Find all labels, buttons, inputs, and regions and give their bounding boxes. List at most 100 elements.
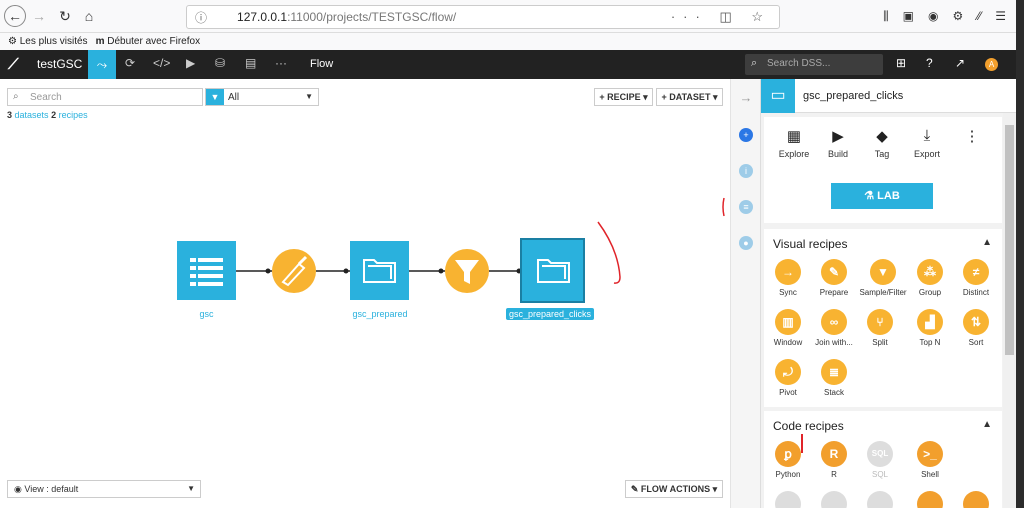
dataset-node-gsc-prepared-clicks[interactable]: [520, 238, 585, 303]
recipe-pyspark[interactable]: [953, 491, 999, 508]
extension-icon[interactable]: ⚙: [952, 9, 964, 23]
recipe-sort[interactable]: ⇅Sort: [953, 309, 999, 347]
right-panel-tabs: → + i ≡ ●: [730, 79, 760, 508]
export-button[interactable]: ⤓Export: [909, 127, 945, 159]
help-icon[interactable]: ?: [926, 56, 933, 70]
library-icon[interactable]: ⫼: [883, 9, 889, 23]
recipe-group[interactable]: ⁂Group: [907, 259, 953, 297]
sidebar-icon[interactable]: ▣: [902, 9, 914, 23]
recipe-top-n[interactable]: ▟Top N: [907, 309, 953, 347]
url-bar[interactable]: ⓘ 127.0.0.1:11000/projects/TESTGSC/flow/…: [186, 5, 780, 29]
node-label-gsc-prepared-clicks[interactable]: gsc_prepared_clicks: [506, 308, 595, 320]
prepare-recipe-node[interactable]: [272, 249, 316, 293]
chevron-down-icon: ▼: [305, 92, 313, 101]
distinct-icon: ≠: [963, 259, 989, 285]
tab-flow[interactable]: Flow: [310, 58, 334, 70]
tag-button[interactable]: ◆Tag: [864, 127, 900, 159]
node-label-gsc[interactable]: gsc: [199, 309, 214, 319]
project-name[interactable]: testGSC: [37, 57, 83, 71]
schema-icon[interactable]: ≡: [739, 200, 753, 214]
reload-icon[interactable]: ↻: [59, 7, 71, 24]
add-dataset-button[interactable]: + DATASET ▾: [656, 88, 723, 106]
flow-actions-button[interactable]: ✎ FLOW ACTIONS ▾: [625, 480, 723, 498]
trend-icon[interactable]: ↗: [955, 56, 966, 70]
recipe-window[interactable]: ▥Window: [765, 309, 811, 347]
spark-icon: [917, 491, 943, 508]
window-icon: ▥: [775, 309, 801, 335]
dataset-node-gsc[interactable]: [177, 241, 236, 300]
collapse-arrow-icon[interactable]: →: [739, 90, 753, 105]
filter-recipe-node[interactable]: [445, 249, 489, 293]
view-select[interactable]: ◉ View : default ▼: [7, 480, 201, 498]
flow-canvas[interactable]: ⌕ Search ▼ All ▼ 3 datasets 2 recipes + …: [0, 79, 730, 508]
split-icon: ⑂: [867, 309, 893, 335]
recipe-stack[interactable]: ≣Stack: [811, 359, 857, 397]
search-icon: ⌕: [13, 91, 19, 102]
back-icon[interactable]: ←: [4, 5, 26, 27]
add-recipe-button[interactable]: + RECIPE ▾: [594, 88, 653, 106]
recipe-shell[interactable]: >_Shell: [907, 441, 953, 479]
dataset-actions: ▦Explore ▶Build ◆Tag ⤓Export ⋮ ⚗ LAB: [764, 117, 1002, 223]
more-icon[interactable]: ···: [275, 56, 287, 70]
url-actions-icons[interactable]: ··· ◫ ☆: [670, 9, 771, 24]
recipe-sample-filter[interactable]: ▼Sample/Filter: [857, 259, 909, 297]
recipe-prepare[interactable]: ✎Prepare: [811, 259, 857, 297]
browser-toolbar-icons[interactable]: ⫼ ▣ ◉ ⚙ ⁄⁄ ☰: [883, 9, 1006, 24]
menu-icon[interactable]: ☰: [995, 9, 1006, 23]
panel-scrollbar[interactable]: [1003, 113, 1016, 508]
python-icon: ꝑ: [775, 441, 801, 467]
bookmark-getting-started[interactable]: m Débuter avec Firefox: [95, 36, 201, 47]
dataset-node-gsc-prepared[interactable]: [350, 241, 409, 300]
dashboard-icon[interactable]: ▤: [245, 56, 257, 70]
chevron-up-icon[interactable]: ▲: [982, 419, 992, 430]
explore-button[interactable]: ▦Explore: [776, 127, 812, 159]
recipes-link[interactable]: recipes: [58, 110, 88, 120]
flow-search-input[interactable]: ⌕ Search: [7, 88, 203, 106]
flow-nav-icon[interactable]: ⤳: [88, 50, 116, 79]
deploy-icon[interactable]: ⛁: [215, 56, 226, 70]
scroll-thumb[interactable]: [1005, 125, 1014, 355]
panel-title: gsc_prepared_clicks: [803, 90, 904, 102]
edge-dot: [265, 268, 271, 274]
info-icon: ⓘ: [195, 10, 208, 25]
dss-search-input[interactable]: ⌕ Search DSS...: [745, 54, 883, 75]
bookmarks-bar: ⚙ Les plus visités m Débuter avec Firefo…: [0, 33, 1016, 50]
recipe-spark[interactable]: [907, 491, 953, 508]
node-label-gsc-prepared[interactable]: gsc_prepared: [352, 309, 408, 319]
filter-icon: ▼: [206, 89, 224, 105]
recipe-pivot[interactable]: ⤾Pivot: [765, 359, 811, 397]
avatar[interactable]: A: [985, 58, 998, 71]
code-extension-icon[interactable]: ⁄⁄: [977, 9, 982, 23]
browser-toolbar: ← → ↻ ⌂ ⓘ 127.0.0.1:11000/projects/TESTG…: [0, 0, 1016, 33]
forward-icon[interactable]: →: [32, 8, 46, 24]
lab-button[interactable]: ⚗ LAB: [831, 183, 933, 209]
flow-filter-select[interactable]: ▼ All ▼: [205, 88, 319, 106]
build-button[interactable]: ▶Build: [820, 127, 856, 159]
sql-icon: SQL: [867, 441, 893, 467]
recipe-distinct[interactable]: ≠Distinct: [953, 259, 999, 297]
dss-logo-icon[interactable]: ⟋: [8, 56, 19, 73]
recipe-sync[interactable]: →Sync: [765, 259, 811, 297]
datasets-link[interactable]: datasets: [14, 110, 49, 120]
recipe-split[interactable]: ⑂Split: [857, 309, 903, 347]
hive-icon: [775, 491, 801, 508]
section-title: Visual recipes: [773, 237, 848, 251]
home-icon[interactable]: ⌂: [84, 8, 94, 24]
discussion-icon[interactable]: ●: [739, 236, 753, 250]
bookmark-most-visited[interactable]: ⚙ Les plus visités: [8, 36, 88, 47]
dss-navbar: ⟋ testGSC ⤳ ⟳ </> ▶ ⛁ ▤ ··· Flow ⌕ Searc…: [0, 50, 1016, 79]
more-actions-button[interactable]: ⋮: [954, 127, 990, 149]
apps-grid-icon[interactable]: ⊞: [896, 56, 907, 70]
chevron-up-icon[interactable]: ▲: [982, 237, 992, 248]
account-icon[interactable]: ◉: [927, 9, 939, 23]
actions-plus-icon[interactable]: +: [739, 128, 753, 142]
jobs-icon[interactable]: ⟳: [125, 56, 136, 70]
section-title: Code recipes: [773, 419, 844, 433]
recipe-join[interactable]: ∞Join with...: [811, 309, 857, 347]
details-info-icon[interactable]: i: [739, 164, 753, 178]
run-icon[interactable]: ▶: [186, 56, 196, 70]
code-icon[interactable]: </>: [153, 56, 171, 70]
